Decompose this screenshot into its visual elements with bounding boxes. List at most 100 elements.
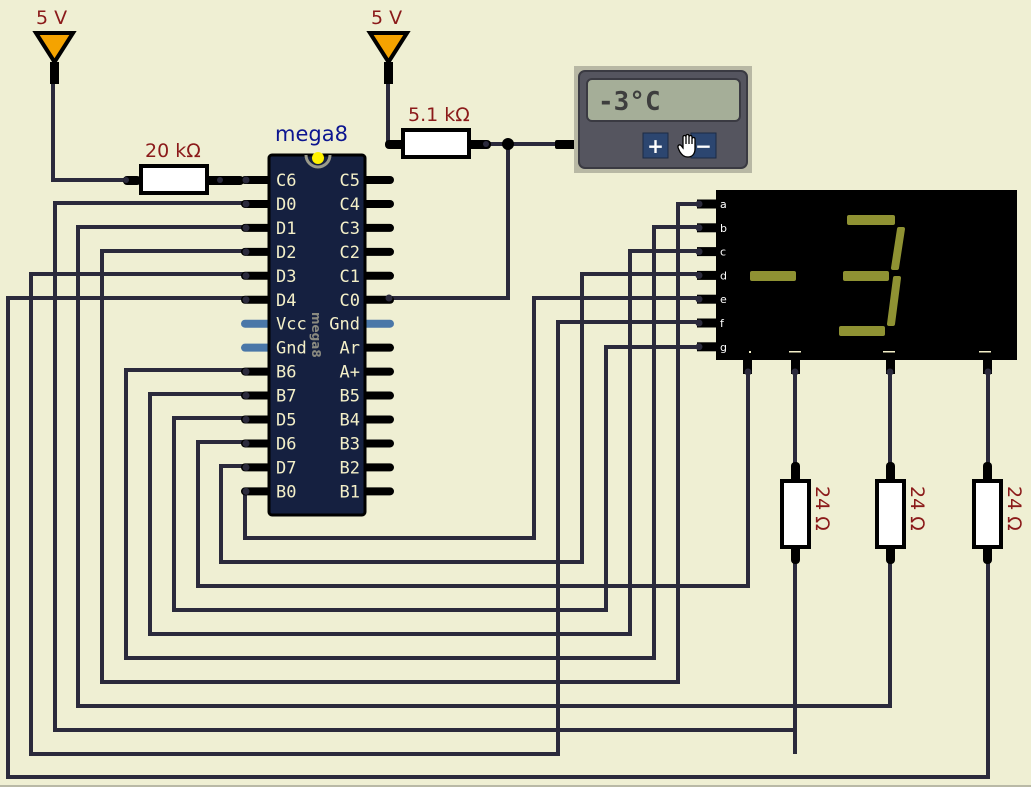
segment-pin-g[interactable]: [697, 342, 717, 352]
segment-d2-c: [887, 276, 901, 326]
segment-label: b: [720, 222, 727, 235]
increase-button[interactable]: +: [642, 132, 669, 159]
segment-d2-b: [891, 227, 905, 270]
resistor-digit-2[interactable]: 24 Ω: [875, 462, 928, 564]
chip-pin-label: C2: [340, 243, 360, 263]
segment-d2-d: [839, 326, 885, 336]
supply-right-label: 5 V: [371, 7, 402, 29]
chip-pin-label: C3: [340, 219, 360, 239]
segment-label: g: [720, 341, 727, 354]
chip-pin-label: B5: [340, 387, 360, 407]
chip-pins-right: [358, 176, 394, 496]
canvas-bottom-border: [0, 785, 1031, 787]
resistor-digit-1-label: 24 Ω: [811, 486, 833, 531]
wire-d0[interactable]: [53, 201, 797, 732]
supply-left-lead: [50, 62, 59, 84]
wire-b7[interactable]: [148, 249, 700, 636]
supply-right[interactable]: 5 V: [366, 7, 411, 84]
resistor-body: [401, 128, 471, 159]
chip-pin-label: D4: [276, 291, 296, 311]
wire-b0[interactable]: [243, 296, 700, 540]
chip-notch: [304, 154, 332, 169]
resistor-digit-1[interactable]: 24 Ω: [780, 462, 833, 564]
pin-connector: [695, 248, 703, 256]
chip-pin-label: B1: [340, 482, 360, 502]
wire-supply-right[interactable]: [386, 80, 400, 146]
pin-connector: [242, 272, 250, 280]
pin-connector: [695, 319, 703, 327]
resistor-digit-3[interactable]: 24 Ω: [972, 462, 1025, 564]
chip-pin-label: Vcc: [276, 315, 307, 335]
chip-pin-label: D7: [276, 458, 296, 478]
segment-label: f: [720, 317, 725, 330]
chip-pin-label: C4: [340, 195, 360, 215]
chip-pin-label: B4: [340, 411, 360, 431]
chip-pin-label: B2: [340, 458, 360, 478]
resistor-20k[interactable]: 20 kΩ: [123, 140, 244, 195]
segment-label: c: [720, 246, 726, 259]
wire-d2[interactable]: [100, 202, 700, 684]
segment-pin-f[interactable]: [697, 318, 717, 328]
pin-connector: [242, 439, 250, 447]
segment-pin-c[interactable]: [697, 247, 717, 257]
decrease-button[interactable]: −: [690, 132, 717, 159]
pin-connector: [385, 294, 393, 302]
mega8-chip[interactable]: mega8 mega8 C6D0D1D2D3D4VccGndB6B7D5D6D7…: [241, 122, 394, 517]
chip-pin-label: B6: [276, 363, 296, 383]
segment-label: a: [720, 198, 727, 211]
chip-pin-label: A+: [340, 363, 360, 383]
resistor-5k1[interactable]: 5.1 kΩ: [385, 104, 491, 159]
chip-pin-label: D2: [276, 243, 296, 263]
chip-pin-label: C6: [276, 171, 296, 191]
segment-pin-d[interactable]: [697, 270, 717, 280]
segment-d2-a: [847, 215, 895, 225]
wire-d7[interactable]: [219, 272, 700, 564]
segment-d1-g: [750, 271, 796, 281]
wire-d5[interactable]: [172, 345, 700, 612]
segment-pin-a[interactable]: [697, 199, 717, 209]
hand-cursor-icon: [677, 133, 696, 158]
pin-connector: [695, 343, 703, 351]
wire-d6[interactable]: [196, 370, 750, 588]
chip-pin-label: D5: [276, 411, 296, 431]
resistor-body: [780, 479, 811, 549]
pin-connector: [695, 200, 703, 208]
segment-d2-g: [843, 271, 889, 281]
resistor-body: [139, 164, 209, 195]
pin-connector: [242, 487, 250, 495]
wire-b6[interactable]: [124, 225, 700, 660]
chip-body-text: mega8: [309, 312, 323, 358]
pin-connector: [242, 416, 250, 423]
chip-pin-label: Gnd: [329, 315, 360, 335]
pin-connector: [695, 271, 703, 279]
supply-left[interactable]: 5 V: [32, 7, 77, 84]
pin-connector: [242, 200, 250, 208]
wire-junction: [502, 138, 514, 150]
chip-pin-label: B3: [340, 434, 360, 454]
chip-pin-label: D3: [276, 267, 296, 287]
resistor-5k1-label: 5.1 kΩ: [408, 104, 470, 126]
plus-icon: +: [647, 134, 664, 158]
display-segment-pins: [695, 199, 717, 352]
chip-pin-label: D0: [276, 195, 296, 215]
wire-supply-left[interactable]: [51, 80, 130, 182]
segment-pin-e[interactable]: [697, 294, 717, 304]
display-segments: [750, 215, 905, 336]
pin-connector: [242, 224, 250, 232]
pin-connector: [242, 296, 250, 304]
segment-pin-b[interactable]: [697, 223, 717, 233]
wire-d3-return[interactable]: [29, 320, 656, 756]
resistor-digit-3-label: 24 Ω: [1003, 486, 1025, 531]
temperature-sensor[interactable]: -3°C + −: [555, 66, 752, 173]
display-common-pins: [743, 360, 992, 376]
status-led-icon: [312, 152, 324, 164]
chip-pin-labels: C6D0D1D2D3D4VccGndB6B7D5D6D7B0C5C4C3C2C1…: [276, 171, 360, 502]
wire-junction-c0[interactable]: [386, 142, 510, 300]
wires: [6, 80, 990, 779]
resistor-digit-2-label: 24 Ω: [906, 486, 928, 531]
chip-pin-label: C1: [340, 267, 360, 287]
segment-label: d: [720, 269, 727, 282]
wire-d3[interactable]: [29, 272, 247, 756]
